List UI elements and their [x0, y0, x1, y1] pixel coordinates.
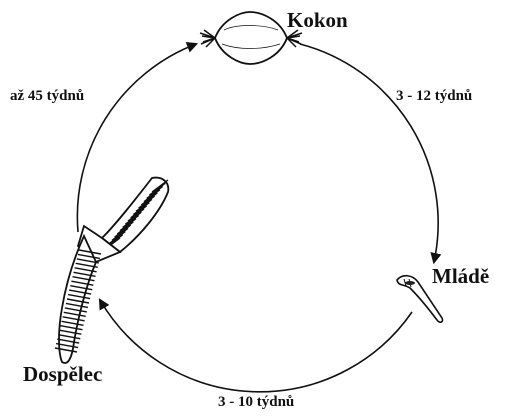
adult-worm-illustration [55, 178, 168, 363]
duration-label-cocoon-to-juvenile: 3 - 12 týdnů [396, 89, 472, 104]
arrow-cocoon-to-juvenile [300, 44, 438, 262]
stage-label-juvenile: Mládě [432, 266, 489, 287]
stage-label-adult: Dospělec [23, 364, 102, 385]
arrow-juvenile-to-adult [100, 300, 412, 392]
duration-label-juvenile-to-adult: 3 - 10 týdnů [218, 395, 294, 410]
duration-label-adult-to-cocoon: až 45 týdnů [10, 89, 84, 104]
stage-label-cocoon: Kokon [287, 10, 348, 31]
